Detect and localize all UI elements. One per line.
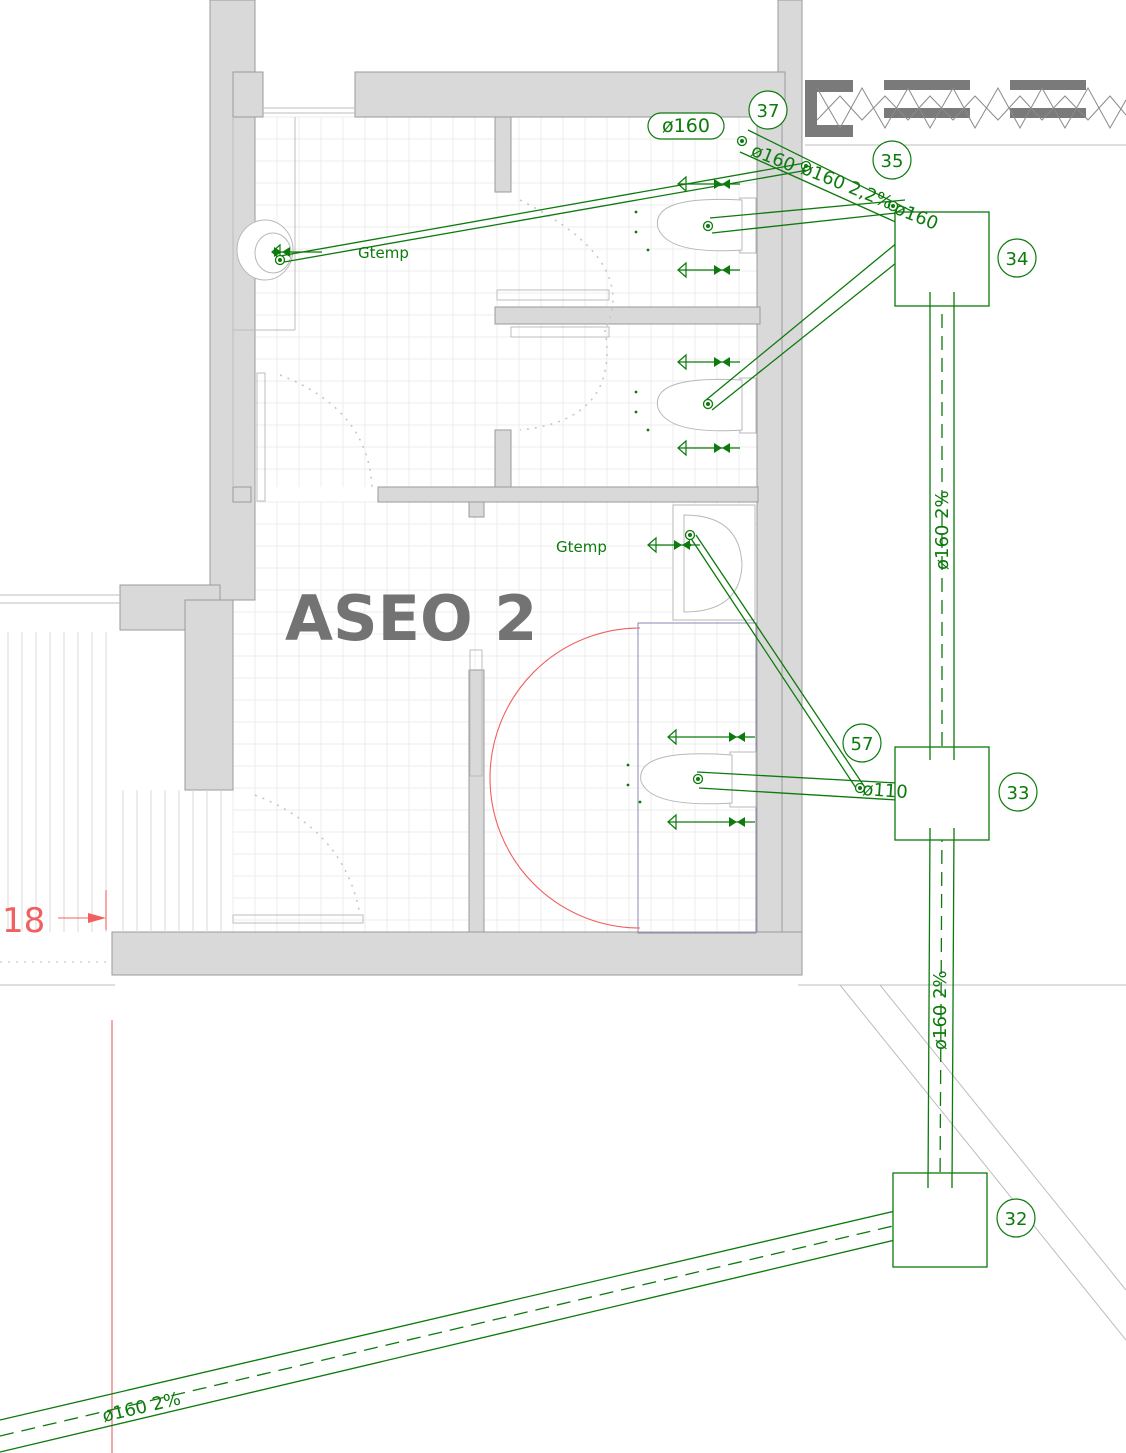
pipe-tag-160: ø160: [647, 112, 725, 140]
dimension-marker: 18: [0, 890, 113, 1453]
node-57: 57: [842, 723, 882, 763]
room-label: ASEO 2: [285, 582, 537, 655]
inspection-boxes: [892, 211, 990, 1268]
openings: [0, 107, 1126, 1341]
fixture-label-gtemp-top: Gtemp: [358, 244, 409, 262]
pipe-label-run-34-33: ø160 2%: [932, 490, 953, 570]
svg-text:35: 35: [881, 151, 904, 172]
svg-text:32: 32: [1005, 1209, 1028, 1230]
manhole-32: [892, 1172, 988, 1268]
node-35: 35: [872, 140, 912, 180]
pipe-label-110: ø110: [862, 779, 909, 803]
hatched-wall-symbol: [805, 80, 1126, 146]
node-34: 34: [997, 238, 1037, 278]
svg-text:ø160: ø160: [662, 115, 710, 137]
node-labels: 37 35 34 57 33 32: [748, 90, 1038, 1238]
node-32: 32: [996, 1198, 1036, 1238]
pipe-label-run-33-32: ø160 2%: [930, 970, 951, 1050]
node-33: 33: [998, 772, 1038, 812]
node-37: 37: [748, 90, 788, 130]
dimension-label: 18: [2, 901, 45, 941]
manhole-33: [894, 746, 990, 841]
svg-text:33: 33: [1007, 783, 1030, 804]
drain-pipes: [0, 129, 955, 1453]
fixtures: [236, 197, 757, 808]
stair-hatch: [7, 632, 222, 932]
svg-text:37: 37: [757, 101, 780, 122]
svg-text:34: 34: [1006, 249, 1029, 270]
manhole-34: [894, 211, 990, 307]
fixture-label-gtemp-mid: Gtemp: [556, 538, 607, 556]
svg-text:57: 57: [851, 734, 874, 755]
valve-symbols: [271, 135, 899, 831]
walls: [111, 0, 803, 976]
